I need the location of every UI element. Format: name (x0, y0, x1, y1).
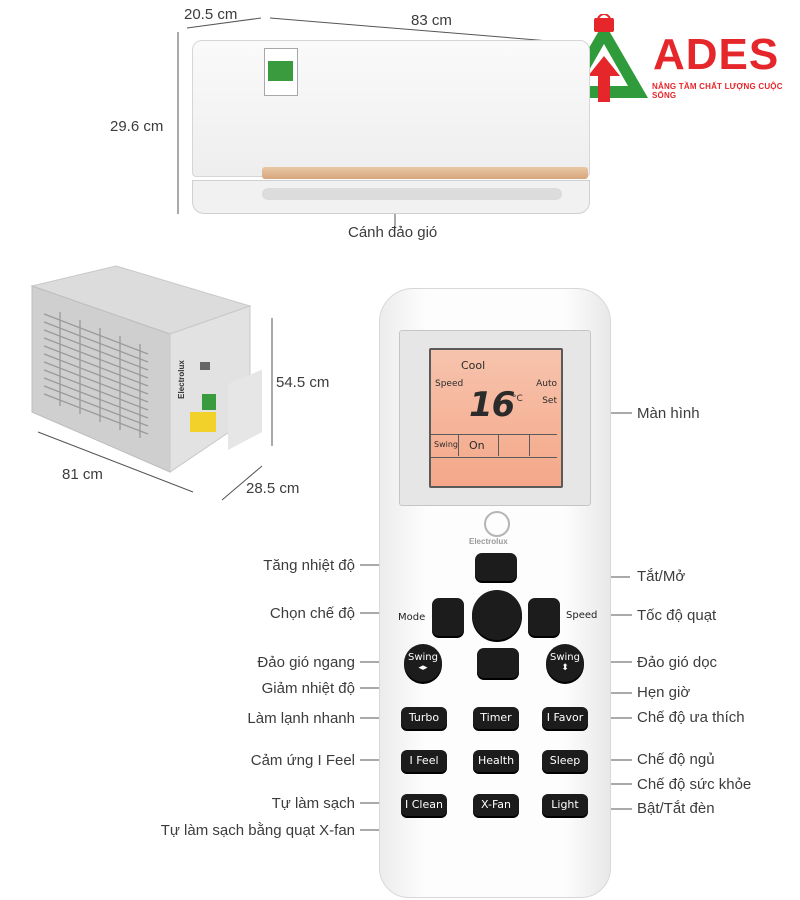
callout-xfan: Tự làm sạch bằng quạt X-fan (160, 822, 355, 839)
lcd-display: Cool Speed Auto 16 °C Set Swing On (429, 348, 563, 488)
remote-brand: Electrolux (469, 537, 508, 546)
outdoor-unit (30, 265, 262, 473)
swing-horizontal-arrow-icon: ◂▸ (418, 663, 428, 673)
callout-temp-up: Tăng nhiệt độ (263, 557, 355, 574)
swing-horizontal-label: Swing (408, 652, 438, 663)
power-button[interactable] (472, 590, 522, 640)
louver-label: Cánh đảo gió (348, 224, 438, 241)
ifeel-button[interactable]: I Feel (401, 750, 447, 772)
callout-ifeel: Cảm ứng I Feel (250, 752, 355, 769)
turbo-button[interactable]: Turbo (401, 707, 447, 729)
iclean-button[interactable]: I Clean (401, 794, 447, 816)
electrolux-logo-icon (484, 511, 510, 537)
lcd-mode: Cool (461, 359, 486, 372)
callout-health: Chế độ sức khỏe (637, 776, 752, 793)
mode-button[interactable] (432, 598, 464, 636)
sleep-button[interactable]: Sleep (542, 750, 588, 772)
ifavor-button[interactable]: I Favor (542, 707, 588, 729)
light-button[interactable]: Light (542, 794, 588, 816)
speed-key-label: Speed (566, 610, 598, 621)
callout-swing-vertical: Đảo gió dọc (637, 654, 718, 671)
swing-horizontal-button[interactable]: Swing ◂▸ (404, 644, 442, 682)
callout-screen: Màn hình (637, 405, 700, 422)
indoor-unit (192, 40, 590, 214)
louver (262, 188, 562, 200)
xfan-button[interactable]: X-Fan (473, 794, 519, 816)
callout-sleep: Chế độ ngủ (637, 751, 715, 768)
callout-self-clean: Tự làm sạch (271, 795, 355, 812)
outdoor-depth-label: 28.5 cm (246, 480, 300, 497)
speed-button[interactable] (528, 598, 560, 636)
outdoor-width-label: 81 cm (62, 466, 103, 483)
lcd-on: On (469, 439, 485, 452)
lcd-unit: °C (512, 394, 523, 404)
callout-favorite: Chế độ ưa thích (637, 709, 745, 726)
callout-timer: Hẹn giờ (637, 684, 691, 701)
health-button[interactable]: Health (473, 750, 519, 772)
lcd-swing: Swing (434, 440, 458, 449)
callout-turbo: Làm lạnh nhanh (247, 710, 355, 727)
temp-up-button[interactable] (475, 553, 517, 581)
timer-button[interactable]: Timer (473, 707, 519, 729)
swing-vertical-button[interactable]: Swing ⬍ (546, 644, 584, 682)
outdoor-height-label: 54.5 cm (276, 374, 330, 391)
indoor-height-label: 29.6 cm (110, 118, 164, 135)
swing-vertical-arrow-icon: ⬍ (561, 663, 569, 673)
lcd-speed: Speed (435, 379, 464, 389)
callout-mode: Chọn chế độ (269, 605, 355, 622)
callout-swing-horizontal: Đảo gió ngang (257, 654, 355, 671)
callout-light: Bật/Tắt đèn (637, 800, 715, 817)
callout-power: Tắt/Mở (637, 568, 686, 585)
outdoor-brand: Electrolux (176, 360, 186, 399)
energy-label-sticker (264, 48, 298, 96)
lcd-temperature: 16 (469, 385, 515, 425)
mode-key-label: Mode (398, 612, 426, 623)
indoor-depth-label: 20.5 cm (184, 6, 238, 23)
logo-tagline: NÂNG TẦM CHẤT LƯỢNG CUỘC SỐNG (652, 82, 783, 100)
swing-vertical-label: Swing (550, 652, 580, 663)
callout-fan-speed: Tốc độ quạt (637, 607, 717, 624)
logo-name: ADES (653, 30, 780, 79)
lcd-set: Set (542, 396, 557, 406)
temp-down-button[interactable] (477, 648, 519, 678)
lcd-auto: Auto (536, 379, 557, 389)
indoor-width-label: 83 cm (411, 12, 452, 29)
callout-temp-down: Giảm nhiệt độ (261, 680, 355, 697)
